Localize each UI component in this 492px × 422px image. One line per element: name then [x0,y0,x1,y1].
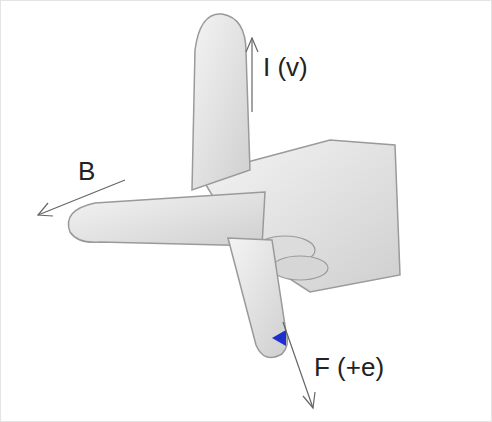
folded-finger [272,256,328,280]
force-arrow [283,322,313,408]
arrow-head [38,203,53,216]
thumb [192,14,250,190]
blue-mark [272,330,286,346]
current-arrow [251,38,252,112]
middle-finger [228,238,287,357]
current-label: I (v) [263,52,308,82]
arrow-head [246,38,258,52]
force-label: F (+e) [314,352,384,382]
field-label: B [78,156,95,186]
arrow-head [303,392,315,408]
